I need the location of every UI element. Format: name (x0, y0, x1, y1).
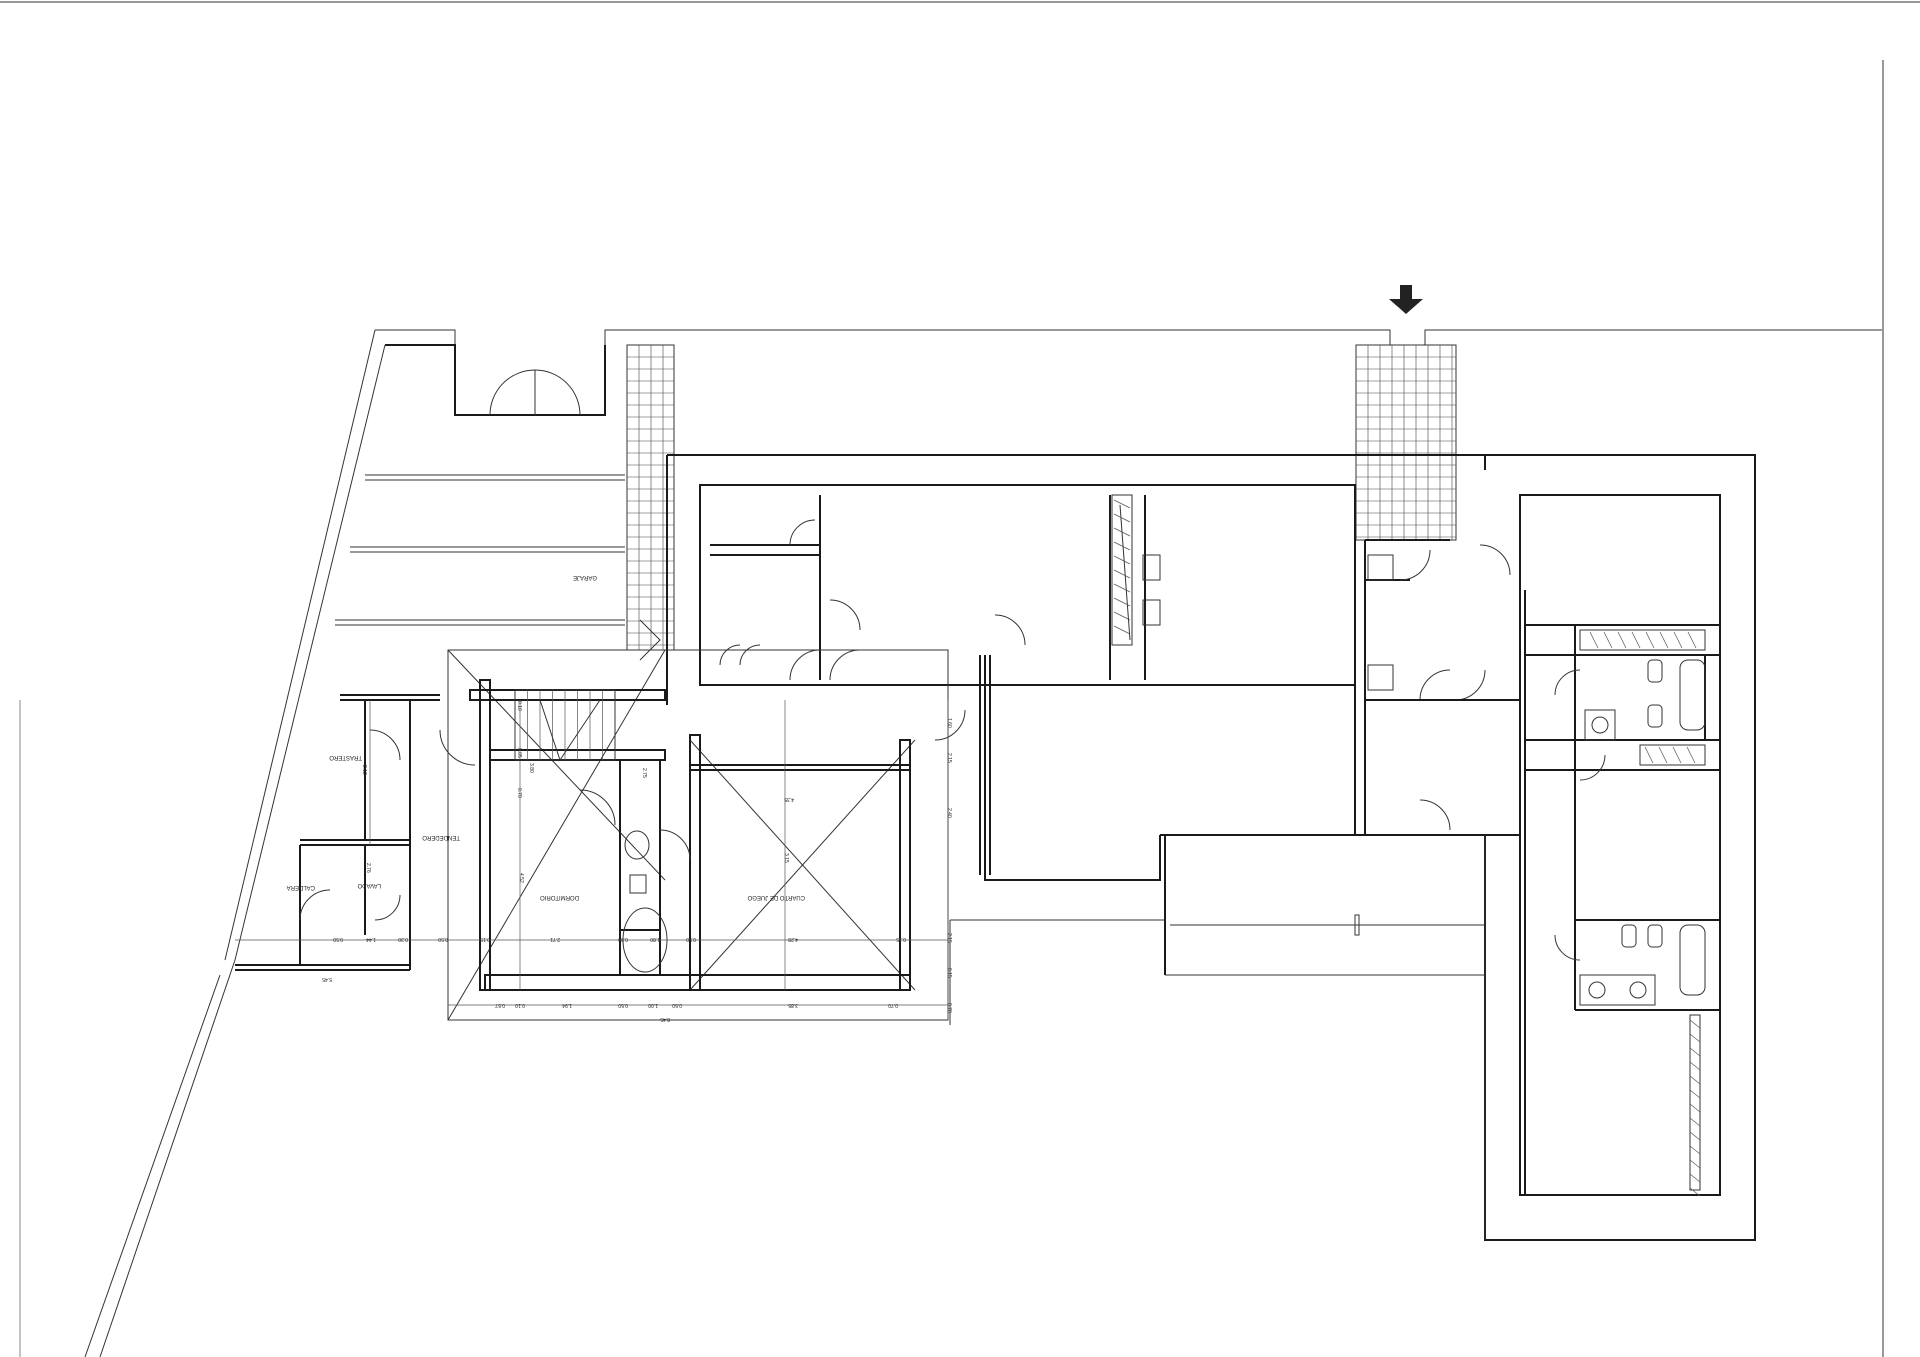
dim-left: 0.50 (438, 936, 448, 942)
right-wing-walls (1111, 454, 1756, 1241)
dim-vertical: 0.15 (946, 968, 952, 978)
dim-bottom: 0.50 (618, 1002, 628, 1008)
dim-vertical: 2.15 (946, 753, 952, 763)
dim-bottom: 0.10 (515, 1002, 525, 1008)
room-label-cuarto-juego: CUARTO DE JUEGO (747, 894, 805, 900)
dim-stair: 0.05 (516, 748, 522, 758)
room-label-tendedero: TENDEDERO (422, 834, 460, 840)
dim-left: 0.50 (333, 936, 343, 942)
dim-total: 8.45 (660, 1016, 670, 1022)
dim-mid: 0.80 (618, 936, 628, 942)
dim-vertical: 2.12 (361, 765, 367, 775)
dim-vertical: 1.60 (946, 718, 952, 728)
dim-left: 1.44 (366, 936, 376, 942)
dim-mid: 0.15 (480, 936, 490, 942)
dim-vertical: 2.40 (946, 808, 952, 818)
entrance-arrow-icon (1389, 285, 1423, 314)
dim-mid: 0.50 (686, 936, 696, 942)
room-label-dormitorio: DORMITORIO (540, 894, 579, 900)
dim-stair: 3.80 (528, 763, 534, 773)
stairs (514, 619, 661, 762)
dim-stair: 0.70 (516, 788, 522, 798)
dim-mid: 0.15 (896, 936, 906, 942)
dim-vertical: 4.52 (518, 873, 524, 883)
dim-mid: 2.71 (550, 936, 560, 942)
dim-mid: 1.80 (650, 936, 660, 942)
garage-area: GARAJE (335, 344, 625, 626)
dim-stair: 0.10 (516, 701, 522, 711)
dim-vertical: 3.15 (783, 853, 789, 863)
dim-bottom: 0.50 (672, 1002, 682, 1008)
room-label-trastero: TRASTERO (329, 754, 362, 760)
room-label-garaje: GARAJE (573, 574, 597, 580)
dim-top-room: 4.35 (784, 796, 794, 802)
plot-boundary (84, 329, 1882, 1357)
room-label-lavado: LAVADO (357, 882, 381, 888)
dim-vertical: 2.15 (946, 933, 952, 943)
main-house-walls (666, 454, 1486, 875)
tiled-walkway-right (1355, 344, 1457, 541)
dim-bottom: 1.00 (648, 1002, 658, 1008)
dim-bottom: 1.94 (562, 1002, 572, 1008)
dimension-lines: 8.45 0.57 0.10 1.94 0.50 1.00 0.50 3.85 … (235, 700, 952, 1022)
room-label-caldera: CALDERA (287, 884, 315, 890)
dim-bottom: 0.70 (888, 1002, 898, 1008)
dim-vertical: 0.70 (946, 1003, 952, 1013)
dim-left: 5.45 (322, 976, 332, 982)
dim-vertical: 2.75 (641, 768, 647, 778)
dim-left: 0.30 (398, 936, 408, 942)
dim-bottom: 3.85 (788, 1002, 798, 1008)
dim-bottom: 0.57 (495, 1002, 505, 1008)
dim-mid: 4.28 (788, 936, 798, 942)
dim-vertical: 2.76 (365, 863, 371, 873)
living-block-walls (949, 655, 1486, 1240)
service-rooms: TRASTERO TENDEDERO CALDERA LAVADO (235, 694, 460, 971)
